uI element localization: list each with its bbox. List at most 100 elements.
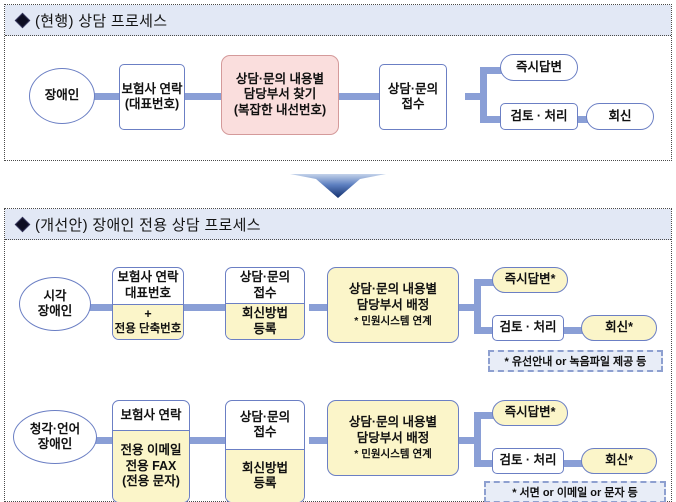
current-process-panel: (현행) 상담 프로세스 장애인 보험사 연락 (대표번호) 상담·문의 내용별…: [4, 4, 672, 161]
node-r1-immediate-label: 즉시답변*: [504, 272, 556, 287]
node-r1-reply-label: 회신*: [605, 320, 633, 335]
node-r2-assign[interactable]: 상담·문의 내용별 담당부서 배정 * 민원시스템 연계: [327, 400, 459, 476]
connector-intake-split: [465, 93, 487, 100]
improved-process-panel: (개선안) 장애인 전용 상담 프로세스 시각 장애인 보험사 연락 대표번호 …: [4, 208, 672, 502]
node-r2-immediate-answer[interactable]: 즉시답변*: [492, 400, 568, 426]
node-r1-contact-top: 보험사 연락 대표번호: [113, 268, 183, 304]
node-current-intake-line2: 접수: [401, 97, 425, 111]
node-r2-start-line1: 청각·언어: [29, 421, 81, 436]
node-r1-intake-bottom-line2: 등록: [253, 321, 277, 336]
node-r1-review-label: 검토 · 처리: [499, 320, 557, 335]
node-r2-start-line2: 장애인: [37, 437, 73, 451]
connector-r1-split-immediate: [474, 279, 496, 286]
node-r2-intake-top-line2: 접수: [253, 425, 277, 439]
node-r2-intake[interactable]: 상담·문의 접수 회신방법 등록: [225, 400, 305, 502]
node-current-contact-line1: 보험사 연락: [121, 81, 183, 96]
connector-r2-split-review: [474, 460, 496, 467]
node-r1-review[interactable]: 검토 · 처리: [492, 315, 564, 341]
node-r2-intake-top-line1: 상담·문의: [239, 409, 291, 424]
node-r1-intake-top-line2: 접수: [253, 285, 277, 300]
node-current-find-line2: 담당부서 찾기: [243, 87, 317, 102]
node-r2-intake-bottom: 회신방법 등록: [226, 449, 304, 502]
node-r1-assign-line2: 담당부서 배정: [356, 297, 430, 312]
node-current-intake-line1: 상담·문의: [387, 81, 439, 96]
note-r2-footnote: * 서면 or 이메일 or 문자 등: [484, 481, 666, 502]
connector-split-immediate: [480, 67, 504, 74]
node-r1-intake[interactable]: 상담·문의 접수 회신방법 등록: [225, 267, 305, 340]
node-current-contact-line2: (대표번호): [124, 97, 180, 111]
node-current-intake[interactable]: 상담·문의 접수: [379, 64, 447, 130]
node-r2-review[interactable]: 검토 · 처리: [492, 448, 564, 474]
node-r1-start-line1: 시각: [43, 288, 67, 303]
note-r1-footnote-text: * 유선안내 or 녹음파일 제공 등: [504, 356, 647, 368]
connector-start-contact: [91, 93, 121, 100]
node-current-find-line1: 상담·문의 내용별: [235, 72, 325, 87]
node-r1-assign-line1: 상담·문의 내용별: [348, 282, 438, 297]
current-process-title: (현행) 상담 프로세스: [35, 12, 168, 30]
node-r1-contact-bottom: + 전용 단축번호: [113, 303, 183, 339]
node-r1-contact-top-line1: 보험사 연락: [117, 270, 179, 285]
improved-process-title: (개선안) 장애인 전용 상담 프로세스: [35, 216, 261, 234]
connector-contact-find: [181, 93, 225, 100]
node-r2-assign-line2: 담당부서 배정: [356, 430, 430, 445]
node-r2-contact-bottom-line1: 전용 이메일: [120, 443, 182, 458]
node-r2-assign-note: * 민원시스템 연계: [354, 447, 432, 460]
connector-r1-review-reply: [559, 327, 583, 334]
node-current-find-line3: (복잡한 내선번호): [233, 102, 327, 117]
connector-r2-split-immediate: [474, 412, 496, 419]
connector-r2-start-contact: [87, 437, 115, 444]
node-r1-contact[interactable]: 보험사 연락 대표번호 + 전용 단축번호: [112, 267, 184, 340]
node-r1-start-line2: 장애인: [37, 304, 73, 318]
node-r2-intake-bottom-line2: 등록: [253, 476, 277, 490]
node-r1-reply[interactable]: 회신*: [581, 315, 657, 341]
connector-r1-split-vertical: [474, 279, 481, 334]
node-current-find-department[interactable]: 상담·문의 내용별 담당부서 찾기 (복잡한 내선번호): [221, 55, 339, 135]
connector-r2-assign-split: [455, 437, 481, 444]
node-r1-intake-bottom: 회신방법 등록: [226, 303, 304, 339]
node-r1-intake-bottom-line1: 회신방법: [241, 306, 288, 320]
connector-r2-split-vertical: [474, 412, 481, 467]
node-current-reply-label: 회신: [608, 108, 632, 123]
node-current-start-label: 장애인: [44, 88, 80, 103]
connector-r2-review-reply: [559, 460, 583, 467]
diamond-icon: [14, 216, 31, 232]
node-r2-contact-top: 보험사 연락: [113, 401, 189, 430]
node-current-review[interactable]: 검토 · 처리: [500, 103, 578, 130]
connector-r2-intake-assign: [309, 437, 331, 444]
node-r2-reply-label: 회신*: [605, 453, 633, 468]
connector-r2-contact-intake: [181, 437, 225, 444]
connector-r1-intake-assign: [309, 304, 331, 311]
node-r2-intake-bottom-line1: 회신방법: [241, 460, 288, 475]
connector-r1-start-contact: [87, 304, 115, 311]
node-r2-start[interactable]: 청각·언어 장애인: [13, 410, 97, 464]
connector-split-vertical: [480, 67, 487, 123]
node-r2-review-label: 검토 · 처리: [499, 453, 557, 468]
node-current-contact[interactable]: 보험사 연락 (대표번호): [119, 64, 185, 130]
connector-split-review: [480, 116, 504, 123]
node-r2-contact-bottom-line2: 전용 FAX: [125, 458, 177, 473]
node-current-reply[interactable]: 회신: [586, 103, 654, 130]
node-r2-contact-bottom-line3: (전용 문자): [122, 474, 180, 489]
node-current-start[interactable]: 장애인: [29, 68, 95, 124]
node-r2-contact-bottom: 전용 이메일 전용 FAX (전용 문자): [113, 430, 189, 502]
node-r2-immediate-label: 즉시답변*: [504, 405, 556, 420]
note-r1-footnote: * 유선안내 or 녹음파일 제공 등: [488, 350, 663, 372]
node-r2-contact-top-line1: 보험사 연락: [120, 407, 182, 422]
node-r1-assign[interactable]: 상담·문의 내용별 담당부서 배정 * 민원시스템 연계: [327, 267, 459, 343]
node-r1-assign-note: * 민원시스템 연계: [354, 314, 432, 327]
node-r2-assign-line1: 상담·문의 내용별: [348, 415, 438, 430]
node-current-immediate-answer[interactable]: 즉시답변: [500, 54, 578, 81]
node-r2-reply[interactable]: 회신*: [581, 448, 657, 474]
node-r2-intake-top: 상담·문의 접수: [226, 401, 304, 449]
node-r1-start[interactable]: 시각 장애인: [19, 277, 91, 331]
current-process-header: (현행) 상담 프로세스: [5, 5, 671, 36]
node-r2-contact[interactable]: 보험사 연락 전용 이메일 전용 FAX (전용 문자): [112, 400, 190, 502]
connector-find-intake: [335, 93, 379, 100]
node-r1-intake-top-line1: 상담·문의: [239, 270, 291, 284]
node-current-immediate-label: 즉시답변: [515, 59, 562, 74]
connector-r1-assign-split: [455, 304, 481, 311]
down-arrow-icon: [290, 174, 386, 198]
node-r1-contact-top-line2: 대표번호: [124, 285, 171, 300]
node-r1-immediate-answer[interactable]: 즉시답변*: [492, 267, 568, 293]
